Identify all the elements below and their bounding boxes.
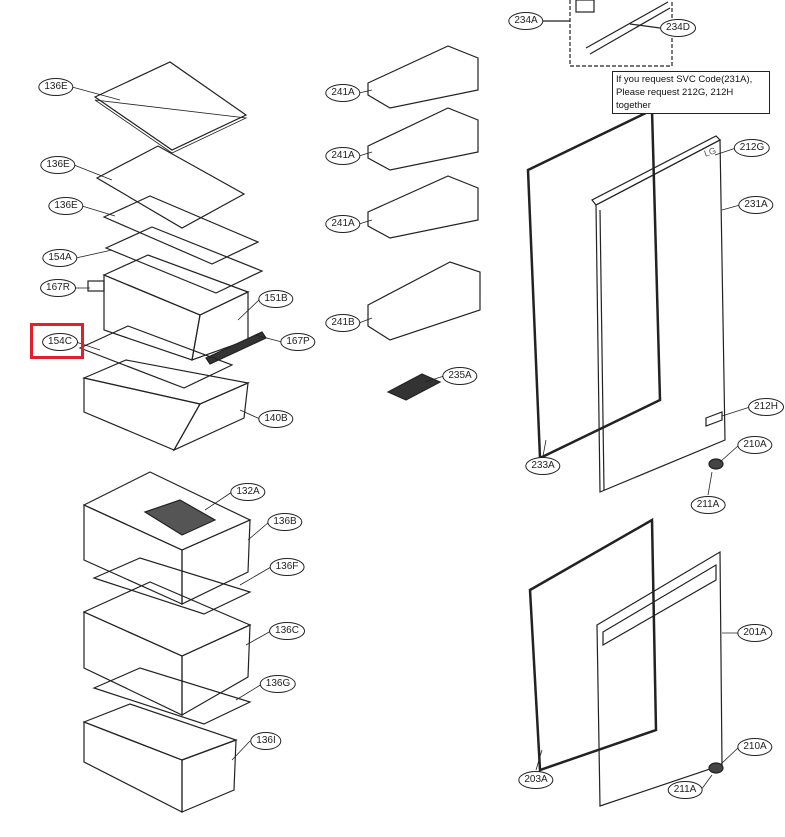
- callout-136E[interactable]: 136E: [38, 78, 74, 96]
- glass-cover-154C: [78, 325, 234, 389]
- separator-136G: [92, 667, 252, 725]
- glass-shelf-154A: [104, 226, 264, 294]
- callout-201A[interactable]: 201A: [737, 624, 773, 642]
- freezer-drawer-136C: [82, 581, 252, 717]
- callout-136F[interactable]: 136F: [269, 558, 305, 576]
- egg-tray-235A: [386, 373, 442, 401]
- glass-shelf-136E-2: [95, 145, 246, 229]
- door-bin-241A-2: [367, 107, 479, 171]
- callout-154A[interactable]: 154A: [42, 249, 78, 267]
- hinge-210A-1: [708, 458, 724, 470]
- hinge-210A-2: [708, 762, 724, 774]
- freezer-drawer-136B: [82, 471, 252, 605]
- callout-210A[interactable]: 210A: [737, 436, 773, 454]
- callout-241B[interactable]: 241B: [325, 314, 361, 332]
- callout-212H[interactable]: 212H: [748, 398, 784, 416]
- callout-203A[interactable]: 203A: [518, 771, 554, 789]
- callout-136B[interactable]: 136B: [267, 513, 303, 531]
- callout-136E[interactable]: 136E: [40, 156, 76, 174]
- callout-136G[interactable]: 136G: [259, 675, 297, 693]
- door-231A: [591, 135, 726, 493]
- separator-136F: [92, 557, 252, 615]
- callout-136I[interactable]: 136I: [250, 732, 282, 750]
- glass-shelf-136E-3: [102, 195, 260, 265]
- callout-234A[interactable]: 234A: [508, 12, 544, 30]
- gasket-233A: [526, 108, 662, 460]
- door-201A: [596, 550, 723, 807]
- callout-234D[interactable]: 234D: [660, 19, 696, 37]
- gasket-203A: [528, 517, 658, 772]
- callout-132A[interactable]: 132A: [230, 483, 266, 501]
- door-bin-241A-3: [367, 175, 479, 239]
- callout-211A[interactable]: 211A: [667, 781, 703, 799]
- note-line-2: Please request 212G, 212H together: [616, 87, 734, 111]
- door-bin-241B: [367, 261, 481, 341]
- callout-210A[interactable]: 210A: [737, 738, 773, 756]
- callout-241A[interactable]: 241A: [325, 215, 361, 233]
- service-note: If you request SVC Code(231A), Please re…: [612, 71, 770, 114]
- callout-231A[interactable]: 231A: [738, 196, 774, 214]
- crisper-drawer-151B: [87, 254, 267, 365]
- callout-167R[interactable]: 167R: [40, 279, 76, 297]
- callout-241A[interactable]: 241A: [325, 84, 361, 102]
- kit-234-box: [569, 0, 673, 67]
- note-line-1: If you request SVC Code(231A),: [616, 74, 753, 85]
- callout-154C[interactable]: 154C: [42, 333, 78, 351]
- callout-140B[interactable]: 140B: [258, 410, 294, 428]
- callout-136E[interactable]: 136E: [48, 197, 84, 215]
- callout-212G[interactable]: 212G: [733, 139, 771, 157]
- callout-151B[interactable]: 151B: [258, 290, 294, 308]
- callout-241A[interactable]: 241A: [325, 147, 361, 165]
- callout-167P[interactable]: 167P: [280, 333, 316, 351]
- callout-235A[interactable]: 235A: [442, 367, 478, 385]
- callout-211A[interactable]: 211A: [690, 496, 726, 514]
- label-212H: [705, 411, 723, 427]
- callout-136C[interactable]: 136C: [269, 622, 305, 640]
- highlight-box-154C: [30, 323, 84, 359]
- door-bin-241A-1: [367, 45, 479, 109]
- callout-233A[interactable]: 233A: [525, 457, 561, 475]
- crisper-drawer-140B: [82, 359, 251, 452]
- freezer-drawer-136I: [82, 703, 238, 813]
- glass-shelf-136E-1: [93, 61, 248, 154]
